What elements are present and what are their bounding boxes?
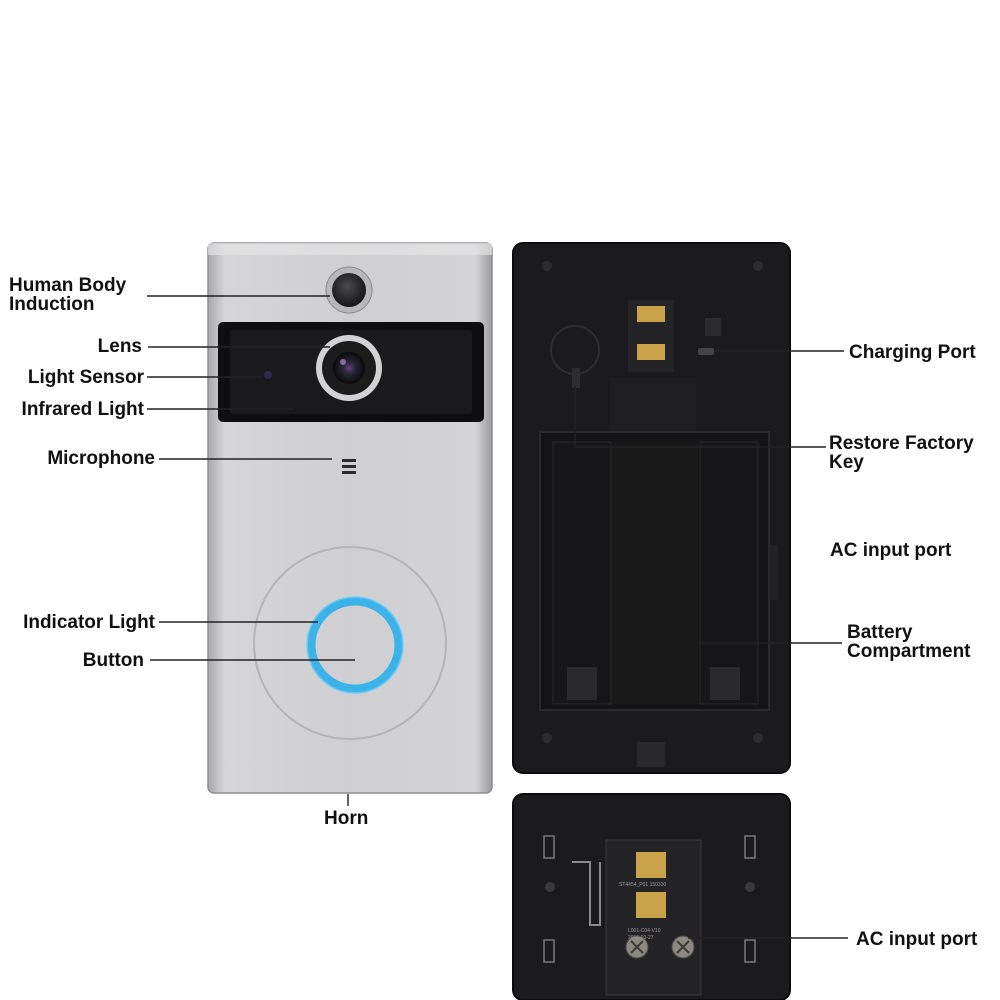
pcb-text-2: L001-C04-V10 [628,928,661,934]
microphone-grille [342,459,356,474]
label-human-body-induction: Human Body Induction [9,275,127,315]
label-lens: Lens [97,336,142,357]
terminal-screws [625,935,695,959]
label-battery-compartment: Battery Compartment [847,622,971,662]
button-plate [253,546,447,740]
label-restore-factory-key: Restore Factory Key [829,433,974,473]
label-indicator-light: Indicator Light [23,612,155,633]
label-button: Button [82,650,144,671]
pir-sensor [325,266,373,314]
indicator-ring [306,596,404,694]
label-infrared-light: Infrared Light [21,399,144,420]
label-charging-port: Charging Port [849,342,976,363]
leader-lines [147,295,848,939]
battery-compartment [539,431,770,711]
label-light-sensor: Light Sensor [27,367,144,388]
camera-lens [316,335,382,401]
reset-key [550,325,600,388]
contacts-top [628,300,674,372]
label-microphone: Microphone [47,448,155,469]
label-ac-input-port-bracket: AC input port [856,929,978,950]
pcb-text-1: ST4454_P01 150330 [619,882,666,888]
label-ac-input-port-side: AC input port [830,540,952,561]
pcb-board [605,839,702,996]
pcb-text-3: 2016-03-27 [628,935,654,941]
mounting-bracket: ST4454_P01 150330 L001-C04-V10 2016-03-2… [512,793,791,1000]
label-horn: Horn [324,808,369,829]
light-sensor-dot [264,371,272,379]
doorbell-back [512,242,791,774]
charging-port [698,348,714,355]
doorbell-front [207,242,493,794]
